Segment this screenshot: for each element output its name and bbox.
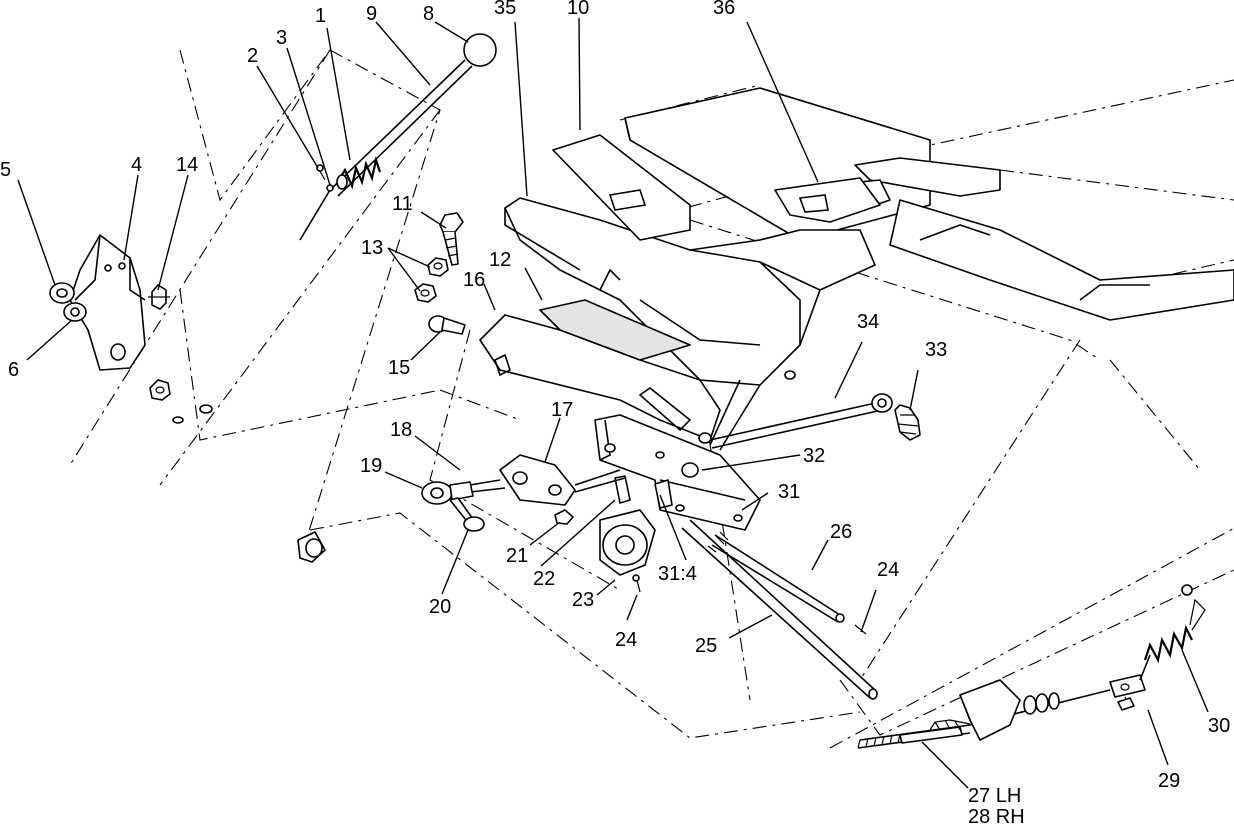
lever-bracket: [49, 234, 213, 424]
callout-14: 14: [176, 154, 198, 176]
callout-10: 10: [567, 0, 589, 19]
callout-1: 1: [315, 5, 326, 27]
callout-26: 26: [830, 521, 852, 543]
callout-13: 13: [361, 237, 383, 259]
callout-24a: 24: [615, 629, 637, 651]
leader-lines: [17, 17, 1209, 789]
callout-6: 6: [8, 359, 19, 381]
callout-31-4: 31:4: [658, 563, 697, 585]
callout-18: 18: [390, 419, 412, 441]
callout-15: 15: [388, 357, 410, 379]
callout-8: 8: [423, 3, 434, 25]
callout-9: 9: [366, 3, 377, 25]
pin-and-clip: [316, 164, 334, 192]
callout-34: 34: [857, 311, 879, 333]
hardware-bolts: [414, 212, 466, 335]
lever-spring: [336, 155, 382, 190]
callout-17: 17: [551, 399, 573, 421]
callout-29: 29: [1158, 770, 1180, 792]
callout-25: 25: [695, 635, 717, 657]
pedal-pad: [552, 134, 691, 241]
callout-31: 31: [778, 481, 800, 503]
brake-cable: [857, 584, 1206, 749]
pivot-arm: [594, 414, 761, 531]
callout-4: 4: [131, 154, 142, 176]
callout-23: 23: [572, 589, 594, 611]
hand-lever: [299, 33, 497, 241]
callout-32: 32: [803, 445, 825, 467]
callout-19: 19: [360, 455, 382, 477]
second-pedal: [479, 299, 721, 444]
callout-28: 28 RH: [968, 806, 1025, 828]
callout-27: 27 LH: [968, 785, 1021, 807]
callout-2: 2: [247, 45, 258, 67]
callout-5: 5: [0, 159, 11, 181]
callout-33: 33: [925, 339, 947, 361]
rods: [681, 519, 878, 700]
callout-11: 11: [392, 193, 413, 215]
tube-end: [297, 531, 326, 563]
roller: [599, 509, 656, 593]
control-rod: [709, 393, 921, 449]
callout-22: 22: [533, 568, 555, 590]
callout-36: 36: [713, 0, 735, 19]
linkage: [421, 454, 626, 532]
callout-35: 35: [494, 0, 516, 19]
decal: [774, 177, 881, 223]
callout-21: 21: [506, 545, 528, 567]
callout-24b: 24: [877, 559, 899, 581]
callout-16: 16: [463, 269, 485, 291]
callout-20: 20: [429, 596, 451, 618]
pedal-bracket: [504, 197, 876, 451]
callout-12: 12: [489, 249, 511, 271]
callout-3: 3: [276, 27, 287, 49]
callout-30: 30: [1208, 715, 1230, 737]
